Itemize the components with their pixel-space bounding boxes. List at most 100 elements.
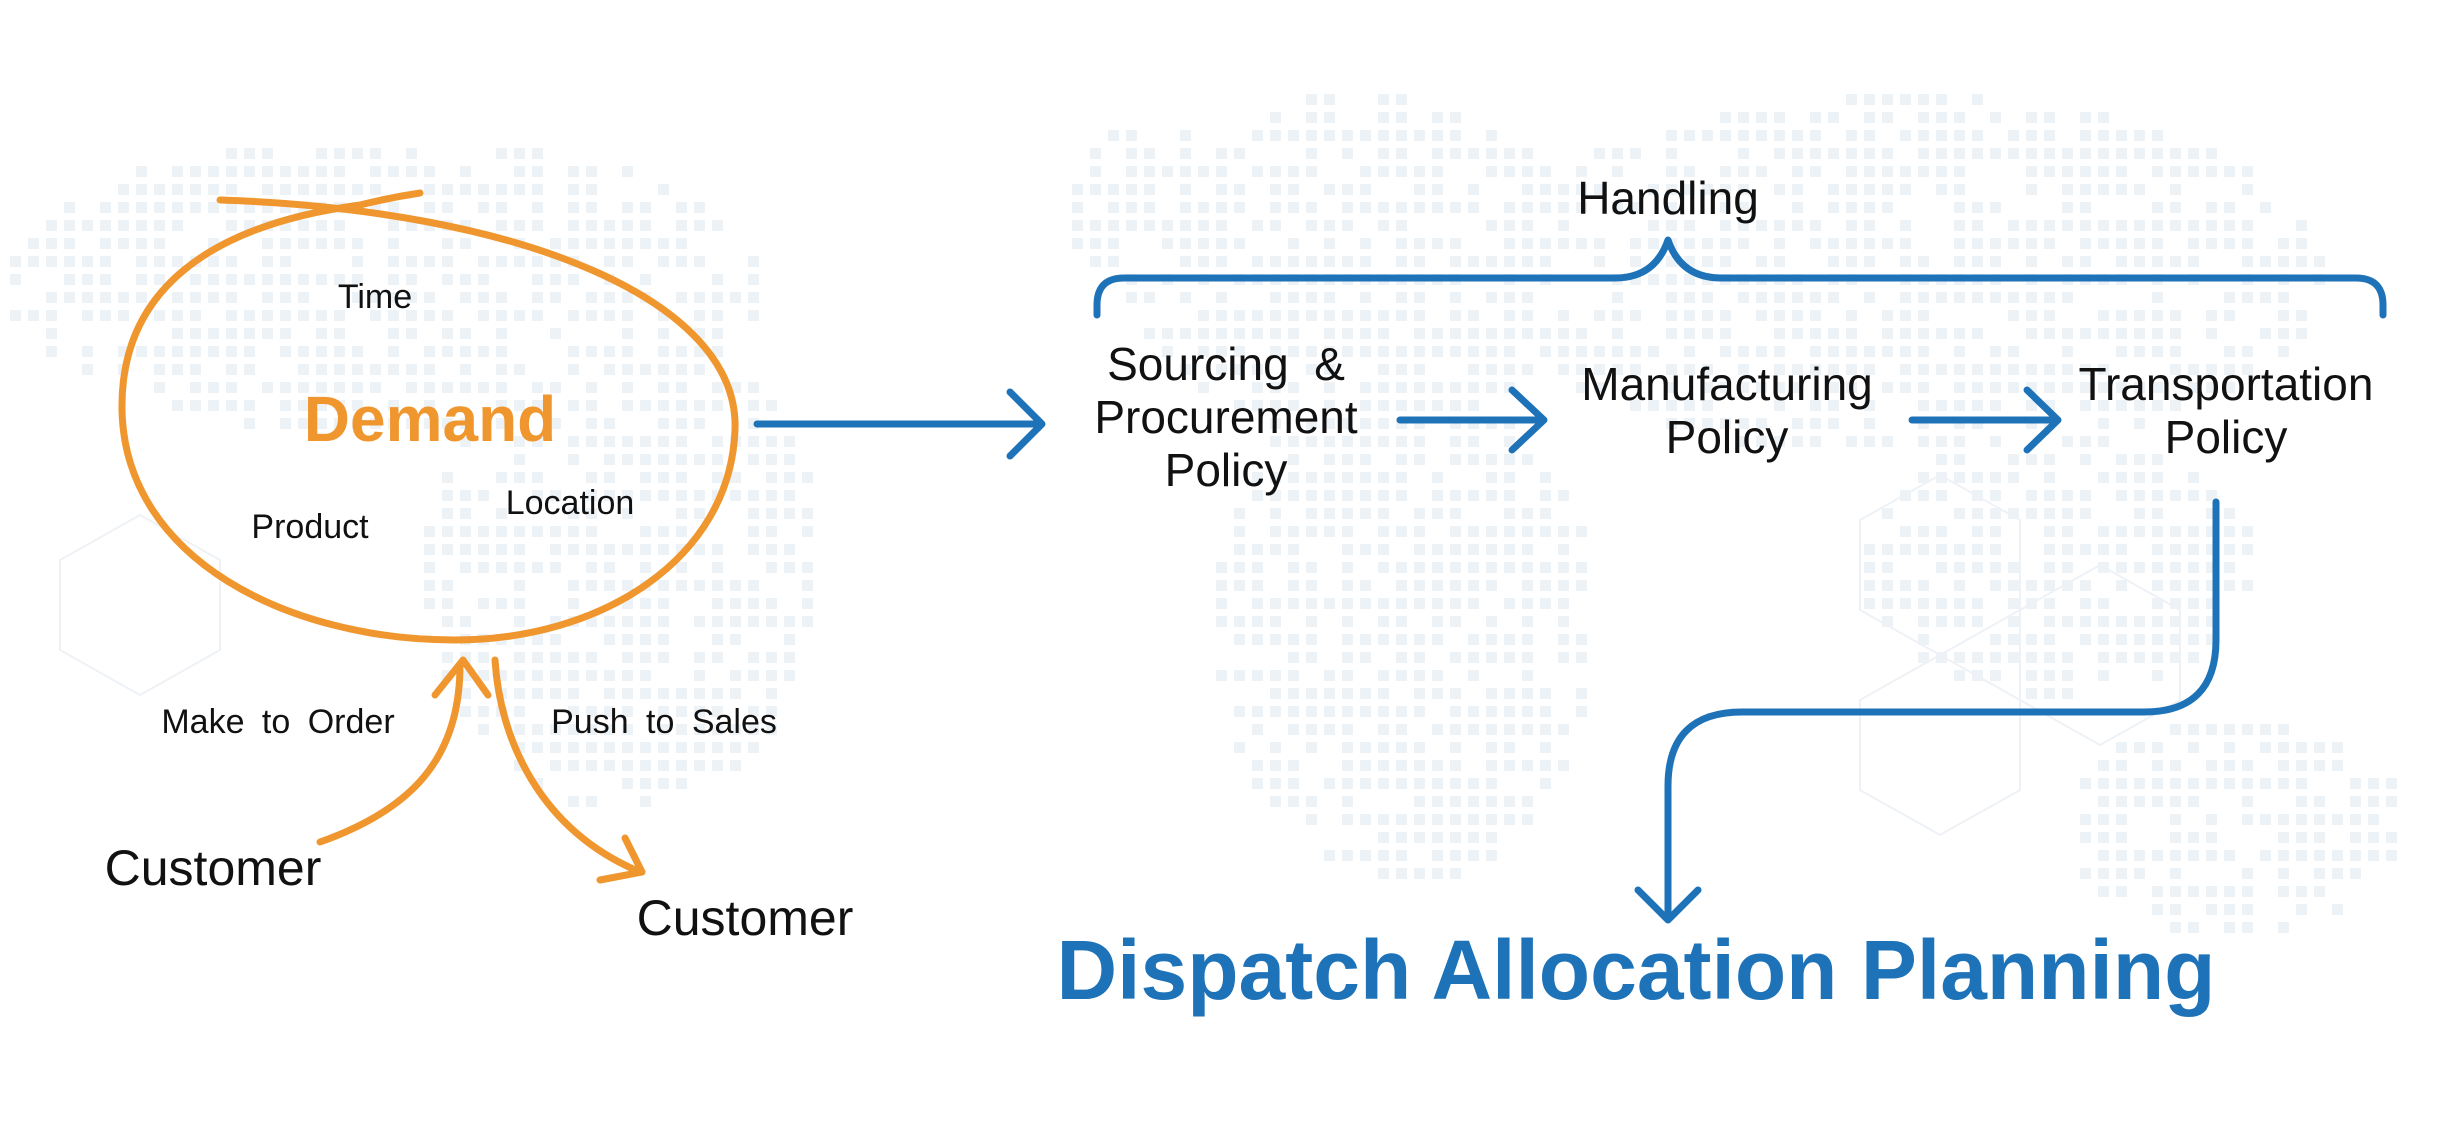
map-dot [2314,814,2325,825]
map-dot [1324,256,1335,267]
map-dot [2116,580,2127,591]
map-dot [2008,220,2019,231]
map-dot [1450,850,1461,861]
map-dot [1324,310,1335,321]
transportation-to-dispatch-arrowhead [1634,886,1702,924]
map-dot [2206,328,2217,339]
map-dot [496,328,507,339]
map-dot [442,418,453,429]
map-dot [1432,670,1443,681]
map-dot [1720,130,1731,141]
map-dot [1684,238,1695,249]
map-dot [1450,796,1461,807]
map-dot [2170,904,2181,915]
map-dot [532,184,543,195]
map-dot [1846,364,1857,375]
map-dot [2224,724,2235,735]
map-dot [2062,652,2073,663]
map-dot [766,652,777,663]
map-dot [748,526,759,537]
map-dot [1090,184,1101,195]
map-dot [460,544,471,555]
map-dot [1288,562,1299,573]
map-dot [2224,526,2235,537]
map-dot [1990,670,2001,681]
map-dot [802,526,813,537]
map-dot [1396,724,1407,735]
map-dot [1576,202,1587,213]
map-dot [550,526,561,537]
map-dot [406,256,417,267]
map-dot [1288,724,1299,735]
map-dot [586,184,597,195]
map-dot [1306,706,1317,717]
map-dot [748,490,759,501]
map-dot [586,616,597,627]
map-dot [316,382,327,393]
map-dot [1324,346,1335,357]
map-dot [586,652,597,663]
map-dot [1270,616,1281,627]
map-dot [1342,346,1353,357]
map-dot [1396,400,1407,411]
map-dot [2026,580,2037,591]
map-dot [1918,148,1929,159]
map-dot [1918,310,1929,321]
make-to-order-label: Make to Order [161,703,395,741]
map-dot [2134,184,2145,195]
map-dot [1486,256,1497,267]
map-dot [1612,310,1623,321]
map-dot [2314,742,2325,753]
map-dot [244,166,255,177]
map-dot [2062,346,2073,357]
map-dot [1432,616,1443,627]
map-dot [388,310,399,321]
map-dot [1486,328,1497,339]
map-dot [1900,166,1911,177]
map-dot [802,508,813,519]
map-dot [1432,112,1443,123]
map-dot [622,778,633,789]
map-dot [82,292,93,303]
map-dot [1378,382,1389,393]
map-dot [1288,796,1299,807]
map-dot [2080,814,2091,825]
map-dot [1414,706,1425,717]
map-dot [1558,724,1569,735]
map-dot [676,490,687,501]
map-dot [1342,562,1353,573]
map-dot [694,418,705,429]
map-dot [2152,544,2163,555]
map-dot [1450,526,1461,537]
map-dot [1252,562,1263,573]
map-dot [2332,760,2343,771]
map-dot [460,562,471,573]
map-dot [406,382,417,393]
map-dot [226,292,237,303]
map-dot [2134,256,2145,267]
map-dot [280,184,291,195]
map-dot [2188,724,2199,735]
map-dot [730,724,741,735]
map-dot [2116,796,2127,807]
map-dot [1270,256,1281,267]
map-dot [1342,814,1353,825]
map-dot [676,346,687,357]
map-dot [2206,634,2217,645]
map-dot [640,400,651,411]
map-dot [1432,472,1443,483]
map-dot [1342,526,1353,537]
map-dot [784,670,795,681]
map-dot [1324,130,1335,141]
map-dot [1612,346,1623,357]
map-dot [2224,166,2235,177]
map-dot [1360,508,1371,519]
map-dot [478,706,489,717]
map-dot [1396,868,1407,879]
map-dot [2026,508,2037,519]
map-dot [2188,148,2199,159]
map-dot [1468,346,1479,357]
map-dot [2080,508,2091,519]
map-dot [568,724,579,735]
map-dot [1738,184,1749,195]
